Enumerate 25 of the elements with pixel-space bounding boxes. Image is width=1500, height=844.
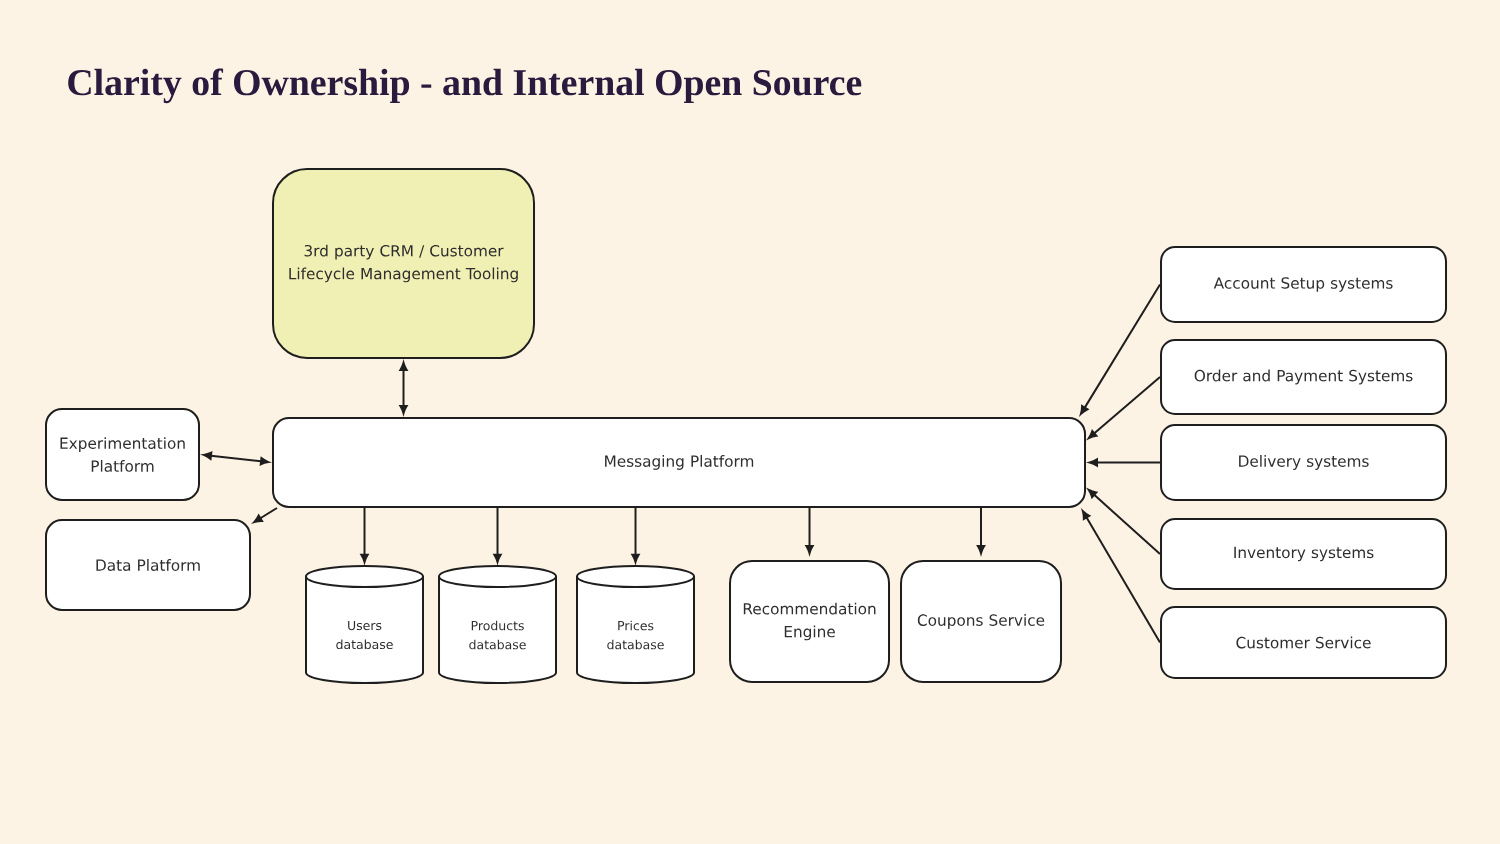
rounded-box: Order and Payment Systems (1160, 339, 1447, 415)
title: Clarity of Ownership - and Internal Open Source (68, 68, 862, 104)
arrow (1087, 376, 1161, 440)
arrow (1081, 510, 1161, 644)
rounded-box: Experimentation Platform (45, 408, 200, 501)
arrow (1079, 283, 1161, 415)
rounded-box: Delivery systems (1160, 424, 1447, 501)
rounded-box: Coupons Service (900, 560, 1062, 683)
arrow (976, 507, 986, 555)
rounded-box: 3rd party CRM / Customer Lifecycle Management Tooling (272, 168, 535, 359)
rounded-box: Inventory systems (1160, 518, 1447, 590)
rounded-box: Recommendation Engine (729, 560, 890, 683)
double-arrow (399, 361, 408, 415)
double-arrow (202, 451, 270, 466)
database-cylinder: Users database (305, 565, 424, 684)
database-cylinder: Products database (438, 565, 557, 684)
arrow (253, 507, 278, 524)
arrow (805, 507, 814, 555)
rounded-box: Customer Service (1160, 606, 1447, 679)
arrow (1087, 489, 1161, 555)
rounded-box: Account Setup systems (1160, 246, 1447, 323)
database-cylinder: Prices database (576, 565, 695, 684)
rounded-box: Data Platform (45, 519, 251, 611)
arrow (1088, 458, 1161, 467)
rounded-box: Messaging Platform (272, 417, 1086, 508)
